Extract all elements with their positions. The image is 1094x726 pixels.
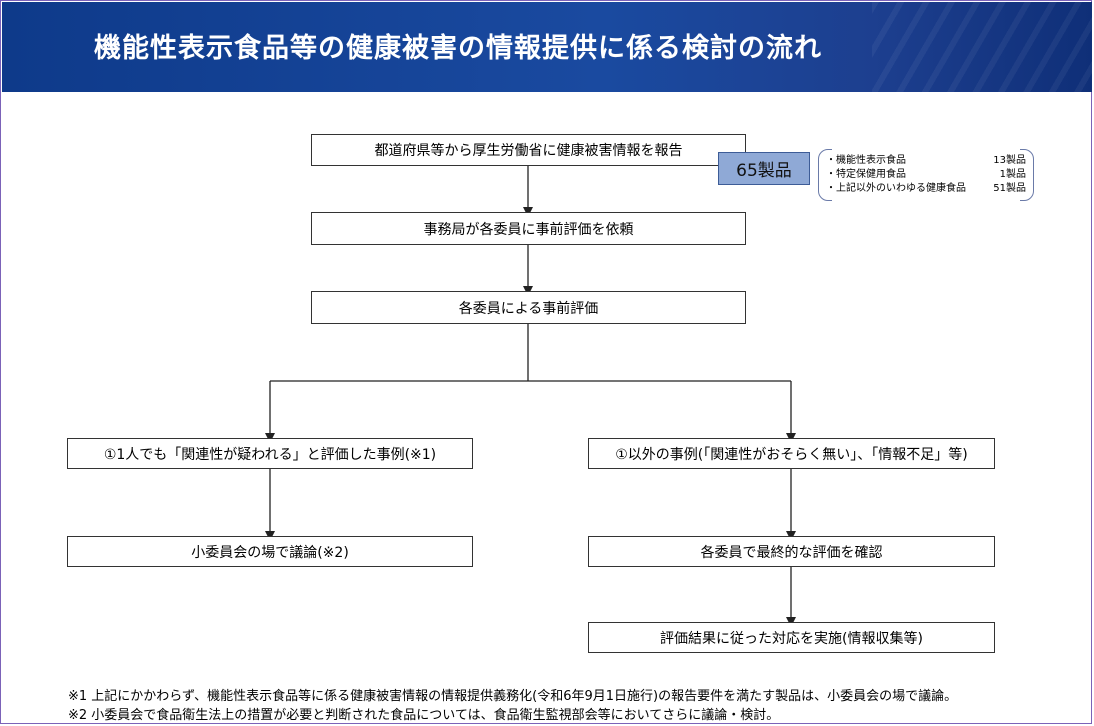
box-right-case: ①以外の事例(「関連性がおそらく無い」、「情報不足」等)	[588, 438, 995, 469]
box-right-confirm: 各委員で最終的な評価を確認	[588, 536, 995, 567]
box-pre-evaluation: 各委員による事前評価	[311, 291, 746, 324]
breakdown-count: 13製品	[993, 155, 1026, 166]
box-right-action: 評価結果に従った対応を実施(情報収集等)	[588, 622, 995, 653]
page-title: 機能性表示食品等の健康被害の情報提供に係る検討の流れ	[94, 33, 822, 64]
breakdown-count: 1製品	[999, 169, 1026, 180]
header-decoration	[872, 2, 1092, 92]
footnote-2: ※2 小委員会で食品衛生法上の措置が必要と判断された食品については、食品衛生監視…	[68, 708, 780, 723]
box-report: 都道府県等から厚生労働省に健康被害情報を報告	[311, 134, 746, 166]
box-request: 事務局が各委員に事前評価を依頼	[311, 212, 746, 245]
breakdown-count: 51製品	[993, 183, 1026, 194]
breakdown-name: ・機能性表示食品	[826, 155, 906, 166]
footnote-1: ※1 上記にかかわらず、機能性表示食品等に係る健康被害情報の情報提供義務化(令和…	[68, 689, 958, 704]
breakdown-name: ・特定保健用食品	[826, 169, 906, 180]
breakdown-name: ・上記以外のいわゆる健康食品	[826, 183, 966, 194]
breakdown-row: ・機能性表示食品 13製品	[826, 154, 1026, 168]
breakdown-row: ・特定保健用食品 1製品	[826, 168, 1026, 182]
breakdown-row: ・上記以外のいわゆる健康食品 51製品	[826, 182, 1026, 196]
bracket-mask	[832, 146, 1020, 204]
box-left-case: ①1人でも「関連性が疑われる」と評価した事例(※1)	[67, 438, 473, 469]
product-count-badge: 65製品	[718, 152, 810, 185]
header-banner: 機能性表示食品等の健康被害の情報提供に係る検討の流れ	[2, 2, 1092, 92]
box-left-next: 小委員会の場で議論(※2)	[67, 536, 473, 567]
